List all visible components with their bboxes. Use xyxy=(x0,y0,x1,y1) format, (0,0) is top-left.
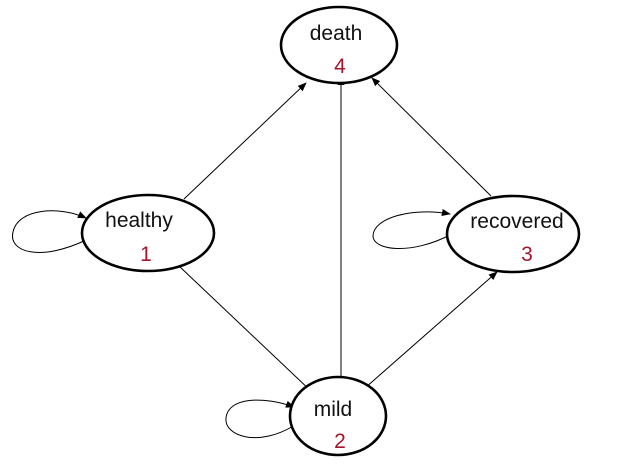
state-recovered: recovered 3 xyxy=(445,194,581,274)
state-healthy-ellipse xyxy=(80,193,216,273)
state-healthy-number: 1 xyxy=(140,243,152,266)
state-mild-ellipse xyxy=(288,375,388,457)
state-healthy-label: healthy xyxy=(105,209,173,232)
self-loop-mild xyxy=(225,399,296,439)
edge-healthy-to-death xyxy=(183,82,307,200)
state-mild: mild 2 xyxy=(288,375,388,457)
self-loop-recovered xyxy=(372,208,453,249)
state-death-ellipse xyxy=(279,5,399,85)
state-recovered-label: recovered xyxy=(470,210,563,233)
state-death-label: death xyxy=(310,22,363,45)
state-mild-label: mild xyxy=(314,398,353,421)
edge-mild-to-recovered xyxy=(364,271,498,389)
self-loop-healthy xyxy=(12,210,87,253)
edge-healthy-to-mild xyxy=(178,265,314,394)
state-recovered-ellipse xyxy=(445,194,581,274)
state-healthy: healthy 1 xyxy=(80,193,216,273)
state-death: death 4 xyxy=(279,5,399,85)
state-mild-number: 2 xyxy=(334,430,346,453)
state-recovered-number: 3 xyxy=(521,243,533,266)
state-death-number: 4 xyxy=(334,55,346,78)
edge-recovered-to-death xyxy=(371,77,492,197)
